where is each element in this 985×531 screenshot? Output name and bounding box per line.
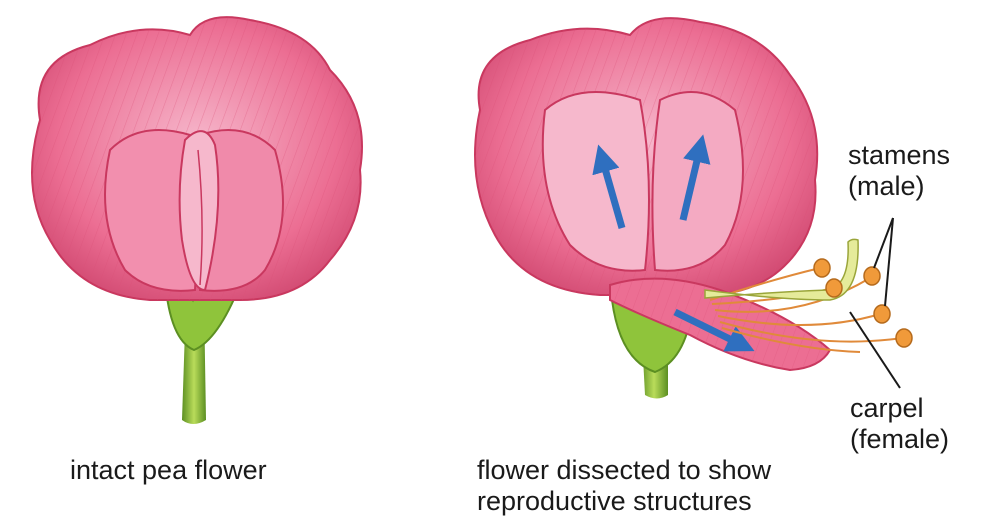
- carpel-leader-line: [850, 312, 900, 388]
- label-carpel: carpel (female): [850, 393, 949, 455]
- caption-dissected-line1: flower dissected to show: [477, 455, 771, 486]
- stamens-leader-lines: [874, 218, 893, 306]
- caption-intact-flower: intact pea flower: [70, 455, 267, 486]
- anthers: [814, 259, 912, 347]
- label-stamens-line1: stamens: [848, 140, 950, 171]
- anther-5: [896, 329, 912, 347]
- dissected-pea-flower-illustration: [475, 18, 912, 398]
- anther-2: [826, 279, 842, 297]
- caption-dissected-line2: reproductive structures: [477, 486, 771, 517]
- label-carpel-line1: carpel: [850, 393, 949, 424]
- anther-4: [874, 305, 890, 323]
- anther-1: [814, 259, 830, 277]
- label-carpel-line2: (female): [850, 424, 949, 455]
- label-stamens: stamens (male): [848, 140, 950, 202]
- intact-pea-flower-illustration: [32, 17, 362, 424]
- caption-dissected-flower: flower dissected to show reproductive st…: [477, 455, 771, 517]
- label-stamens-line2: (male): [848, 171, 950, 202]
- anther-3: [864, 267, 880, 285]
